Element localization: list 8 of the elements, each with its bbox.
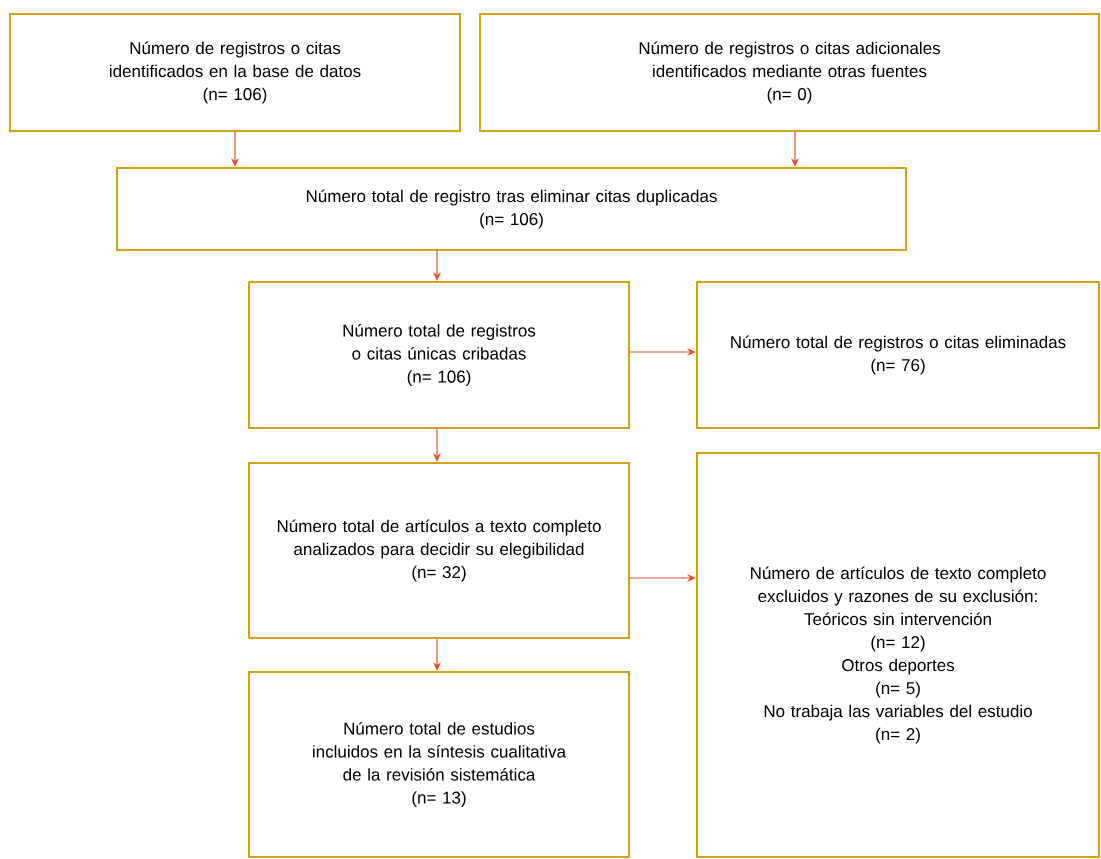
process-box: Número total de registros o citas eliminadas (n= 76) [696, 281, 1100, 429]
process-box: Número total de registros o citas únicas cribadas (n= 106) [248, 281, 630, 429]
process-box: Número de registros o citas adicionales identificados mediante otras fuentes (n= 0) [479, 13, 1100, 132]
process-box: Número total de estudios incluidos en la síntesis cualitativa de la revisión sistemática (n= 13) [248, 671, 630, 858]
process-box: Número de registros o citas identificados en la base de datos (n= 106) [9, 13, 461, 132]
process-box: Número de artículos de texto completo excluidos y razones de su exclusión: Teóricos sin intervención (n= 12) Otros deportes (n= 5) No trabaja las variables del estudio (n= 2) [696, 452, 1100, 858]
process-box: Número total de artículos a texto completo analizados para decidir su elegibilidad (n= 32) [248, 462, 630, 639]
process-box: Número total de registro tras eliminar citas duplicadas (n= 106) [116, 167, 907, 251]
